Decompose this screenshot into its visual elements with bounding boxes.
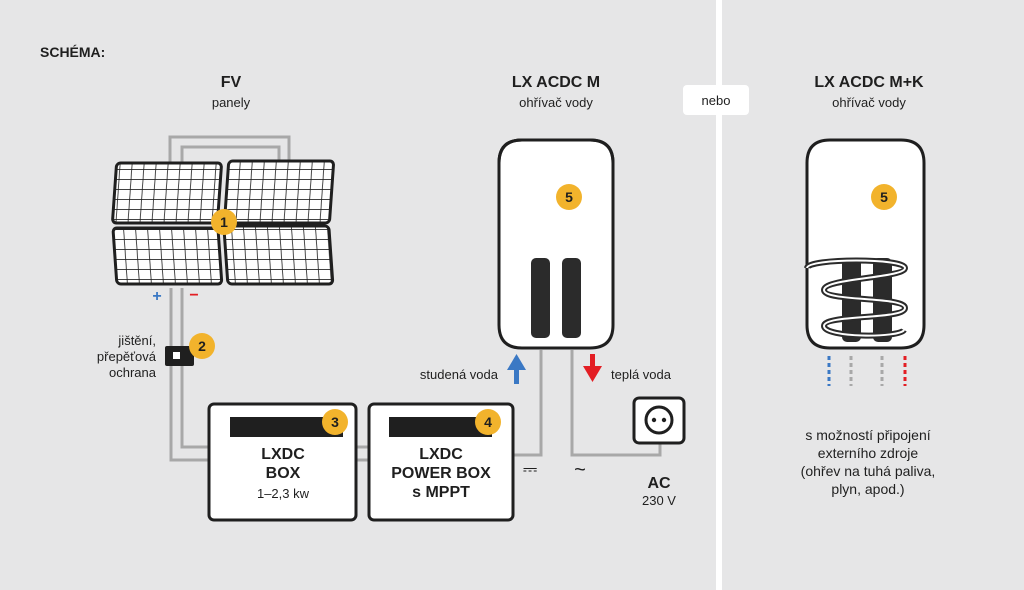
minus-terminal-label: −	[189, 287, 198, 304]
fuse-label-line2: přepěťová	[97, 349, 157, 364]
badge-3-number: 3	[331, 414, 339, 430]
schema-label: SCHÉMA:	[40, 44, 105, 60]
mk-note-line2: externího zdroje	[818, 445, 919, 461]
fuse-label-line3: ochrana	[109, 365, 157, 380]
mk-note-line1: s možností připojení	[805, 427, 930, 443]
heater-m-tank	[497, 138, 615, 350]
section-divider	[716, 0, 722, 590]
badge-2-number: 2	[198, 338, 206, 354]
heater-m-title: LX ACDC M	[512, 74, 600, 91]
lxdc-box-line2: BOX	[266, 465, 301, 482]
badge-5	[556, 184, 582, 210]
socket-outlet	[644, 405, 674, 435]
badge-1	[211, 209, 237, 235]
heater-mk-title: LX ACDC M+K	[814, 74, 924, 91]
pv-panel-bottom-right	[222, 224, 335, 286]
or-label: nebo	[702, 93, 731, 108]
hot-water-label: teplá voda	[611, 367, 672, 382]
hot-water-arrow	[583, 354, 602, 382]
power-box-line1: LXDC	[419, 446, 463, 463]
plus-terminal-label: +	[152, 288, 161, 305]
or-badge	[683, 85, 749, 115]
lxdc-box-power: 1–2,3 kw	[257, 486, 310, 501]
badge-2	[189, 333, 215, 359]
badge-4	[475, 409, 501, 435]
ac-voltage: 230 V	[642, 493, 676, 508]
pv-panel-bottom-left	[111, 226, 224, 286]
heating-element-left	[531, 258, 550, 338]
badge-5-number: 5	[565, 189, 573, 205]
power-box-line2: POWER BOX	[391, 465, 491, 482]
badge-4-number: 4	[484, 414, 492, 430]
cold-water-label: studená voda	[420, 367, 499, 382]
fuse-label-line1: jištění,	[117, 333, 156, 348]
power-box-display	[389, 417, 492, 437]
badge-5b-number: 5	[880, 189, 888, 205]
pv-panel-top-left	[111, 161, 223, 225]
mk-note-line3: (ohřev na tuhá paliva,	[801, 463, 936, 479]
lxdc-box-display	[230, 417, 343, 437]
badge-3	[322, 409, 348, 435]
power-box-line3: s MPPT	[412, 484, 470, 501]
pv-panel-array	[111, 159, 335, 286]
pv-subtitle: panely	[212, 95, 251, 110]
lxdc-box-line1: LXDC	[261, 446, 305, 463]
heater-mk-subtitle: ohřívač vody	[832, 95, 906, 110]
dc-symbol: ⎓	[523, 459, 537, 479]
heat-exchanger-coil-highlight	[806, 259, 907, 337]
heater-m-subtitle: ohřívač vody	[519, 95, 593, 110]
heating-element-right	[562, 258, 581, 338]
mk-pipe-connections	[827, 356, 907, 386]
fuse-switch	[173, 352, 180, 359]
mk-note-line4: plyn, apod.)	[831, 481, 904, 497]
badge-1-number: 1	[220, 214, 228, 230]
pv-title: FV	[221, 74, 242, 91]
ac-label: AC	[647, 475, 671, 492]
ac-symbol: ~	[574, 459, 586, 481]
cold-water-arrow	[507, 354, 526, 384]
pv-panel-top-right	[223, 159, 335, 225]
badge-5b	[871, 184, 897, 210]
